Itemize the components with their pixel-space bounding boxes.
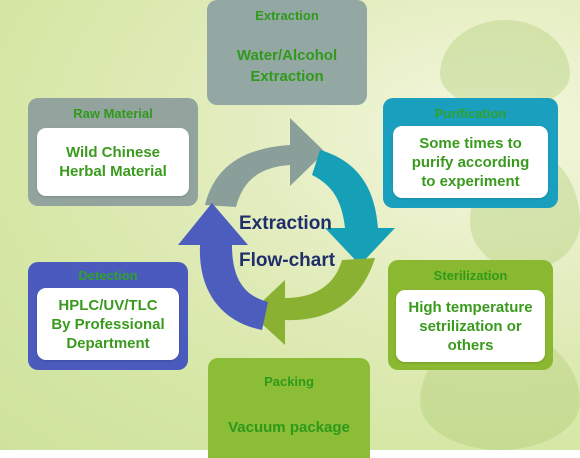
- stage-raw-material-title: Raw Material: [73, 106, 153, 121]
- stage-sterilization-line3: others: [447, 336, 494, 354]
- center-title-line2: Flow-chart: [239, 250, 336, 271]
- stage-detection-line3: Department: [66, 334, 150, 352]
- leaf-decoration: [440, 20, 570, 110]
- stage-purification-line1: Some times to: [419, 134, 522, 152]
- stage-sterilization-line2: setrilization or: [419, 317, 522, 335]
- center-title-line1: Extraction: [239, 213, 332, 234]
- stage-detection-box: HPLC/UV/TLC By Professional Department: [37, 288, 179, 360]
- stage-raw-material: Raw Material Wild Chinese Herbal Materia…: [28, 98, 198, 206]
- stage-detection-title: Detection: [78, 268, 138, 283]
- stage-raw-material-line2: Herbal Material: [59, 163, 167, 180]
- stage-sterilization: Sterilization High temperature setriliza…: [388, 260, 553, 370]
- cycle-arrow-blue: [178, 203, 268, 330]
- stage-sterilization-box: High temperature setrilization or others: [396, 290, 545, 362]
- stage-purification-box: Some times to purify according to experi…: [393, 126, 548, 198]
- stage-raw-material-line1: Wild Chinese: [65, 144, 161, 161]
- stage-detection-line1: HPLC/UV/TLC: [58, 296, 158, 314]
- stage-purification-title: Purification: [434, 106, 507, 121]
- stage-extraction-title: Extraction: [255, 8, 319, 23]
- stage-packing: Packing Vacuum package: [208, 358, 370, 458]
- cycle-arrow-gray: [205, 118, 325, 207]
- stage-purification-line3: to experiment: [421, 172, 520, 190]
- stage-sterilization-title: Sterilization: [433, 268, 508, 283]
- stage-sterilization-line1: High temperature: [408, 298, 533, 316]
- stage-extraction-line1: Water/Alcohol: [236, 47, 338, 64]
- stage-raw-material-box: Wild Chinese Herbal Material: [37, 128, 189, 196]
- cycle-arrow-teal: [312, 150, 395, 265]
- stage-purification-line2: purify according: [411, 153, 530, 171]
- stage-detection-line2: By Professional: [51, 315, 165, 333]
- stage-extraction-line2: Extraction: [250, 68, 324, 85]
- stage-purification: Purification Some times to purify accord…: [383, 98, 558, 208]
- stage-packing-line1: Vacuum package: [228, 419, 350, 436]
- stage-extraction: Extraction Water/Alcohol Extraction: [207, 0, 367, 105]
- cycle-arrow-green: [250, 258, 375, 345]
- stage-packing-title: Packing: [264, 374, 314, 389]
- stage-detection: Detection HPLC/UV/TLC By Professional De…: [28, 262, 188, 370]
